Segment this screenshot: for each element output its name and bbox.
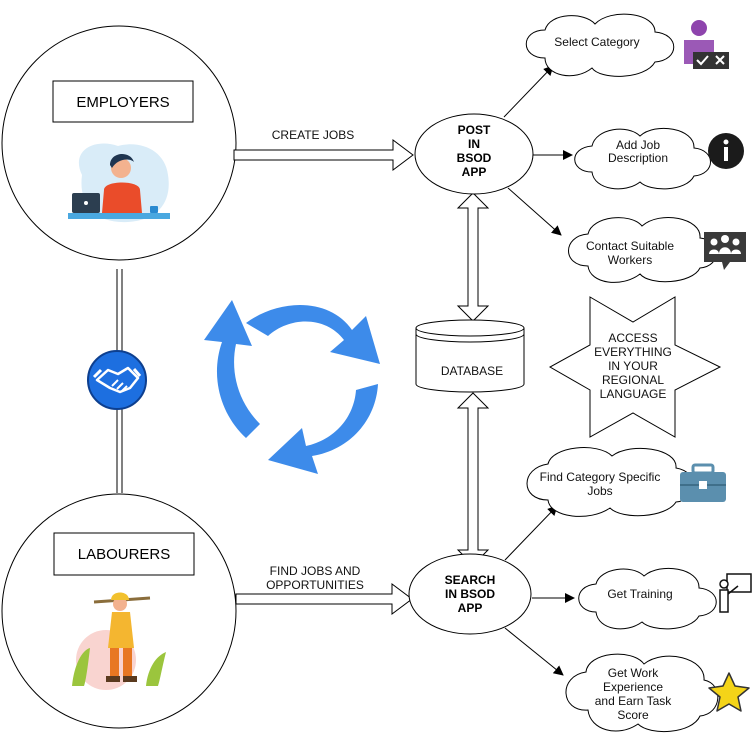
add-job-line2: Description xyxy=(608,151,668,165)
find-jobs-line2: OPPORTUNITIES xyxy=(266,578,364,592)
find-category-line2: Jobs xyxy=(587,484,612,498)
team-chat-icon xyxy=(704,232,746,270)
cloud-get-work: Get Work Experience and Earn Task Score xyxy=(565,653,719,733)
add-job-line1: Add Job xyxy=(616,138,660,152)
star-line4: REGIONAL xyxy=(602,373,664,387)
find-jobs-arrow: FIND JOBS AND OPPORTUNITIES xyxy=(235,564,413,615)
post-app-line4: APP xyxy=(462,165,487,179)
get-work-line2: Experience xyxy=(603,680,663,694)
regional-language-star: ACCESS EVERYTHING IN YOUR REGIONAL LANGU… xyxy=(548,296,722,438)
employers-label: EMPLOYERS xyxy=(76,94,169,111)
search-app-node: SEARCH IN BSOD APP xyxy=(408,553,532,635)
create-jobs-arrow: CREATE JOBS xyxy=(233,128,414,171)
find-jobs-line1: FIND JOBS AND xyxy=(270,564,361,578)
get-work-line3: and Earn Task xyxy=(595,694,672,708)
cloud-select-category: Select Category xyxy=(525,13,675,77)
database-search-arrow xyxy=(456,392,490,566)
cloud-get-training: Get Training xyxy=(578,567,717,630)
search-app-line3: APP xyxy=(458,601,483,615)
database-label: DATABASE xyxy=(441,364,503,378)
search-app-line1: SEARCH xyxy=(445,573,496,587)
post-app-node: POST IN BSOD APP xyxy=(414,113,534,195)
contact-workers-line1: Contact Suitable xyxy=(586,239,674,253)
post-app-line2: IN xyxy=(468,137,480,151)
labourers-label: LABOURERS xyxy=(78,546,171,563)
star-line3: IN YOUR xyxy=(608,359,658,373)
post-outgoing-arrows xyxy=(503,65,573,236)
database-node: DATABASE xyxy=(415,319,525,393)
select-category-label: Select Category xyxy=(554,35,639,49)
get-work-line1: Get Work xyxy=(608,666,659,680)
star-line1: ACCESS xyxy=(608,331,657,345)
post-database-arrow xyxy=(456,192,490,322)
cycle-arrows-icon xyxy=(204,300,380,474)
cloud-contact-workers: Contact Suitable Workers xyxy=(568,217,717,283)
get-training-label: Get Training xyxy=(607,587,672,601)
briefcase-icon xyxy=(680,463,726,502)
user-check-icon xyxy=(684,20,729,69)
employer-illustration xyxy=(68,143,170,223)
search-outgoing-arrows xyxy=(504,505,575,676)
get-work-line4: Score xyxy=(617,708,649,722)
star-line2: EVERYTHING xyxy=(594,345,672,359)
find-category-line1: Find Category Specific xyxy=(540,470,661,484)
create-jobs-label: CREATE JOBS xyxy=(272,128,354,142)
star-line5: LANGUAGE xyxy=(600,387,667,401)
search-app-line2: IN BSOD xyxy=(445,587,495,601)
presentation-icon xyxy=(719,573,752,613)
cloud-find-category: Find Category Specific Jobs xyxy=(526,447,695,517)
cloud-add-job: Add Job Description xyxy=(574,127,711,190)
labourer-illustration xyxy=(72,592,166,690)
post-app-line1: POST xyxy=(458,123,491,137)
star-icon xyxy=(708,672,750,712)
info-icon xyxy=(708,133,744,169)
labourers-node: LABOURERS xyxy=(1,493,237,729)
handshake-icon xyxy=(87,350,147,410)
post-app-line3: BSOD xyxy=(457,151,492,165)
employers-node: EMPLOYERS xyxy=(1,25,237,261)
contact-workers-line2: Workers xyxy=(608,253,652,267)
